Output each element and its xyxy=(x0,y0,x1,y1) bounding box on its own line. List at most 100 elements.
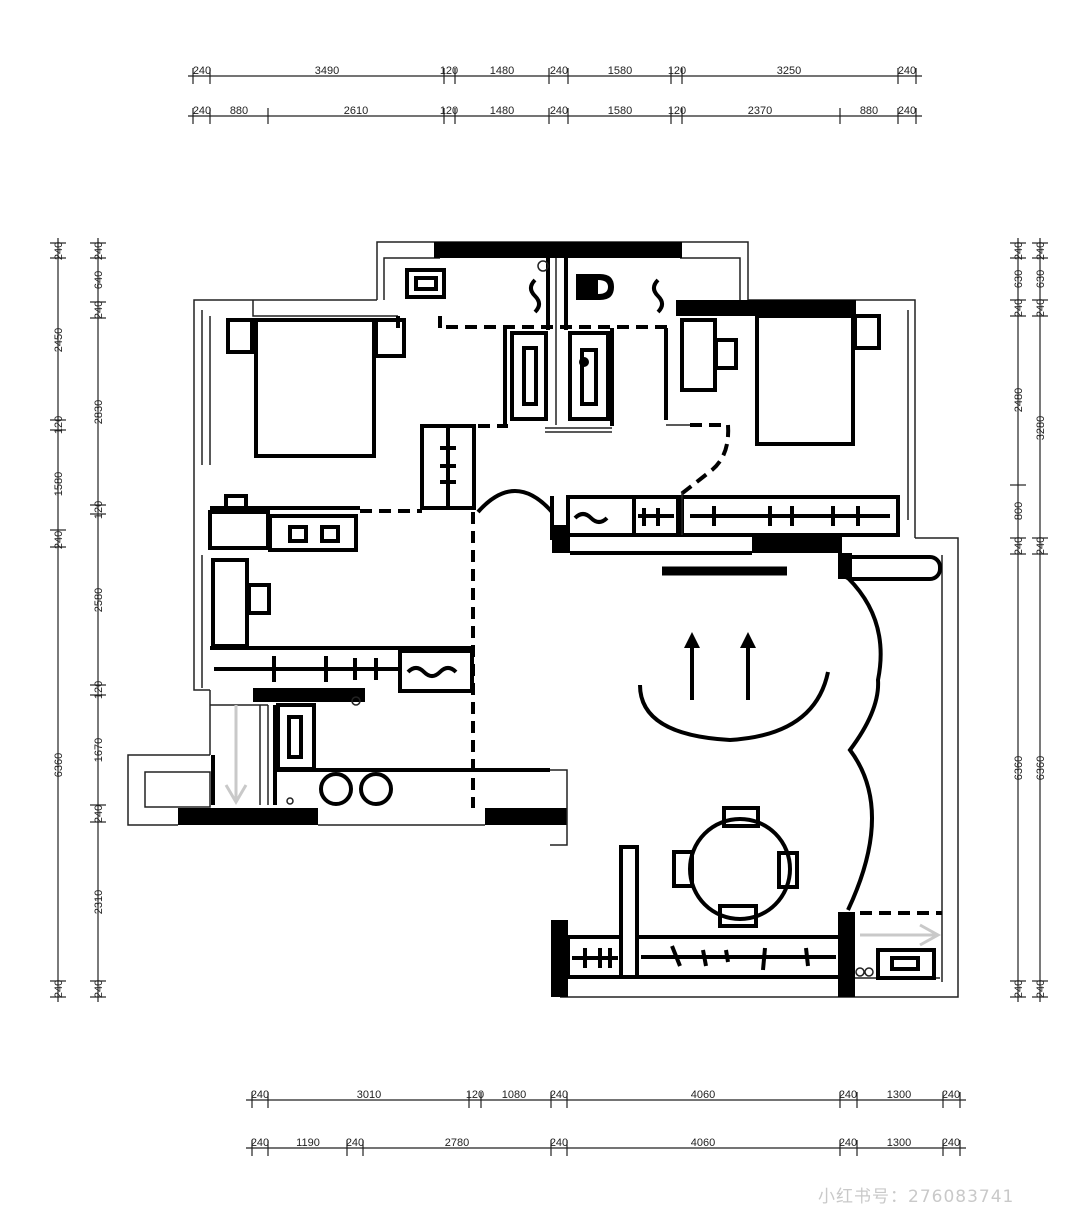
dim-label: 4060 xyxy=(691,1089,715,1101)
dim-label: 6360 xyxy=(1035,756,1047,780)
dim-label: 240 xyxy=(898,105,916,117)
dining-chair xyxy=(672,850,694,888)
dim-label: 240 xyxy=(1035,537,1047,555)
dim-label: 1300 xyxy=(887,1089,911,1101)
dim-label: 240 xyxy=(53,980,65,998)
dim-label: 1300 xyxy=(887,1137,911,1149)
dim-label: 240 xyxy=(1035,242,1047,260)
dim-label: 240 xyxy=(193,105,211,117)
dim-label: 240 xyxy=(550,1089,568,1101)
dim-label: 2780 xyxy=(445,1137,469,1149)
double-bed xyxy=(254,318,376,458)
outer-walls xyxy=(127,241,959,998)
dim-label: 3010 xyxy=(357,1089,381,1101)
dim-label: 240 xyxy=(1013,537,1025,555)
dim-label: 2580 xyxy=(93,588,105,612)
dim-label: 2310 xyxy=(93,890,105,914)
dimension-top-row1: 240 3490 120 1480 240 1580 120 3250 240 xyxy=(188,65,922,84)
sink xyxy=(398,649,474,693)
dim-label: 120 xyxy=(93,681,105,699)
dim-label: 240 xyxy=(942,1137,960,1149)
dim-label: 6360 xyxy=(1013,756,1025,780)
long-cabinet xyxy=(635,935,842,979)
nightstand xyxy=(374,318,406,358)
bottom-balcony-furniture xyxy=(566,845,942,980)
dim-label: 120 xyxy=(440,105,458,117)
dim-label: 240 xyxy=(550,1137,568,1149)
left-bedroom-furniture xyxy=(226,318,476,510)
dim-label: 3280 xyxy=(1035,416,1047,440)
stove-burner xyxy=(359,772,393,806)
dining-chair xyxy=(722,806,760,828)
dim-label: 1480 xyxy=(490,105,514,117)
dim-label: 3490 xyxy=(315,65,339,77)
dim-label: 4060 xyxy=(691,1137,715,1149)
vanity xyxy=(568,331,610,421)
dim-label: 240 xyxy=(53,242,65,260)
dim-label: 240 xyxy=(550,105,568,117)
dim-label: 2450 xyxy=(53,328,65,352)
dim-label: 240 xyxy=(193,65,211,77)
dim-label: 240 xyxy=(550,65,568,77)
dim-label: 3250 xyxy=(777,65,801,77)
dim-label: 1580 xyxy=(53,472,65,496)
dim-label: 240 xyxy=(346,1137,364,1149)
dim-label: 800 xyxy=(1013,502,1025,520)
dim-label: 120 xyxy=(440,65,458,77)
dim-label: 120 xyxy=(466,1089,484,1101)
kitchen-counter xyxy=(214,649,474,693)
dining-chair xyxy=(777,851,799,889)
dim-label: 240 xyxy=(839,1089,857,1101)
dim-label: 1580 xyxy=(608,105,632,117)
dim-label: 630 xyxy=(1035,270,1047,288)
dim-label: 240 xyxy=(53,531,65,549)
dimension-right-inner: 240 630 240 2480 800 240 6360 240 xyxy=(1010,238,1026,1002)
stove-burner xyxy=(319,772,353,806)
dim-label: 240 xyxy=(251,1089,269,1101)
watermark: 小红书号：276083741 xyxy=(818,1187,1015,1207)
dim-label: 1080 xyxy=(502,1089,526,1101)
dim-label: 1190 xyxy=(296,1137,320,1149)
dim-label: 120 xyxy=(668,105,686,117)
dim-label: 240 xyxy=(93,805,105,823)
washing-machine xyxy=(405,268,446,299)
sofa xyxy=(638,671,830,743)
dim-label: 630 xyxy=(1013,270,1025,288)
dimension-left-inner: 240 640 240 2830 120 2580 120 1670 240 2… xyxy=(90,238,106,1002)
dining-chair xyxy=(718,904,758,928)
dim-label: 2610 xyxy=(344,105,368,117)
dim-label: 640 xyxy=(93,271,105,289)
dim-label: 240 xyxy=(942,1089,960,1101)
dim-label: 1580 xyxy=(608,65,632,77)
column xyxy=(619,845,639,979)
right-bedroom-furniture xyxy=(680,314,900,537)
vanity xyxy=(510,331,548,421)
shoe-cabinet xyxy=(566,935,623,979)
dimension-top-row2: 240 880 2610 120 1480 240 1580 120 2370 … xyxy=(188,105,922,124)
double-bed xyxy=(755,314,855,446)
nightstand xyxy=(853,314,881,350)
fridge xyxy=(276,703,316,771)
dimension-left-outer: 240 2450 120 1580 240 6360 240 xyxy=(50,238,66,1002)
nightstand xyxy=(226,318,254,354)
curved-partition xyxy=(846,576,883,911)
dim-label: 240 xyxy=(839,1137,857,1149)
dim-label: 2830 xyxy=(93,400,105,424)
dim-label: 240 xyxy=(1013,242,1025,260)
dining-cabinet xyxy=(566,492,683,537)
dining-table xyxy=(672,806,799,928)
interior-walls xyxy=(210,258,942,979)
dimension-bottom-row1: 240 3010 120 1080 240 4060 240 1300 240 xyxy=(246,1089,966,1108)
chair xyxy=(247,583,271,615)
dim-label: 240 xyxy=(93,980,105,998)
desk xyxy=(208,510,270,550)
bathroom-fixtures xyxy=(405,260,664,421)
dim-label: 240 xyxy=(898,65,916,77)
dim-label: 240 xyxy=(251,1137,269,1149)
desk xyxy=(211,558,249,648)
dim-label: 120 xyxy=(93,501,105,519)
chair xyxy=(714,338,738,370)
bathtub xyxy=(840,555,942,581)
box xyxy=(224,494,248,510)
